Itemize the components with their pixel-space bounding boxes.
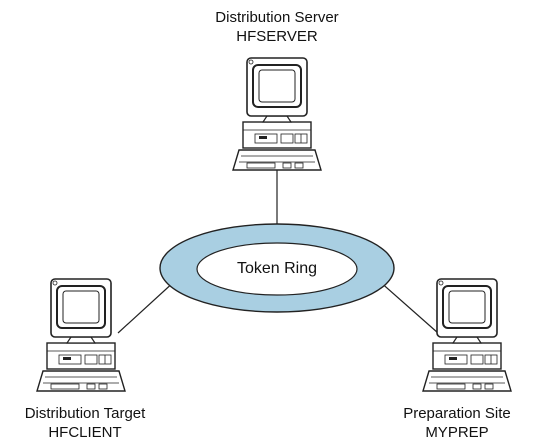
server-name: HFSERVER — [236, 28, 318, 45]
target-name: HFCLIENT — [48, 424, 122, 441]
server-role: Distribution Server — [215, 9, 339, 26]
target-role: Distribution Target — [24, 405, 146, 422]
prep-link — [377, 279, 439, 334]
prep-label: Preparation Site MYPREP — [380, 404, 534, 442]
target-computer-icon — [36, 278, 126, 392]
server-label: Distribution Server HFSERVER — [177, 8, 377, 46]
token-ring — [159, 223, 395, 313]
token-ring-label: Token Ring — [236, 260, 318, 277]
prep-role: Preparation Site — [403, 405, 511, 422]
prep-computer-icon — [422, 278, 512, 392]
prep-name: MYPREP — [425, 424, 489, 441]
target-link — [117, 279, 177, 334]
server-computer-icon — [232, 57, 322, 171]
target-label: Distribution Target HFCLIENT — [0, 404, 170, 442]
